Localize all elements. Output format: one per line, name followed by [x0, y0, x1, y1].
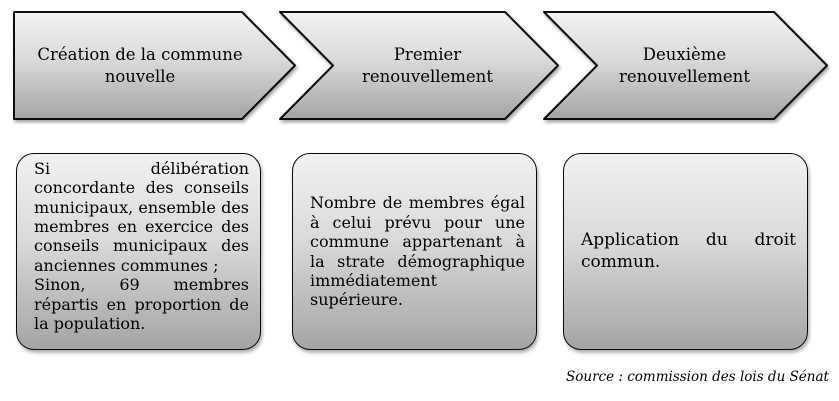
chevron-label-deuxieme-renouvellement: Deuxième renouvellement: [619, 45, 750, 86]
box-paragraph: Nombre de membres égal à celui prévu pou…: [310, 193, 525, 310]
box-paragraph: Sinon, 69 membres répartis en proportion…: [34, 275, 249, 333]
chevron-shape-step-2: [279, 11, 559, 120]
chevron-label-premier-renouvellement: Premier renouvellement: [362, 45, 493, 86]
chevron-label-creation: Création de la commune nouvelle: [37, 45, 243, 86]
info-box-creation-rule: Si délibération concordante des conseils…: [16, 153, 261, 350]
source-caption: Source : commission des lois du Sénat: [566, 369, 829, 385]
info-box-premier-renouvellement-rule: Nombre de membres égal à celui prévu pou…: [292, 153, 537, 350]
info-box-deuxieme-renouvellement-rule: Application du droit commun.: [563, 153, 808, 350]
box-paragraph: Si délibération concordante des conseils…: [34, 159, 249, 275]
box-paragraph: Application du droit commun.: [581, 229, 796, 272]
chevron-shape-step-1: [13, 11, 296, 120]
chevron-shape-step-3: [543, 11, 828, 120]
process-arrows-graphic: [13, 11, 828, 120]
